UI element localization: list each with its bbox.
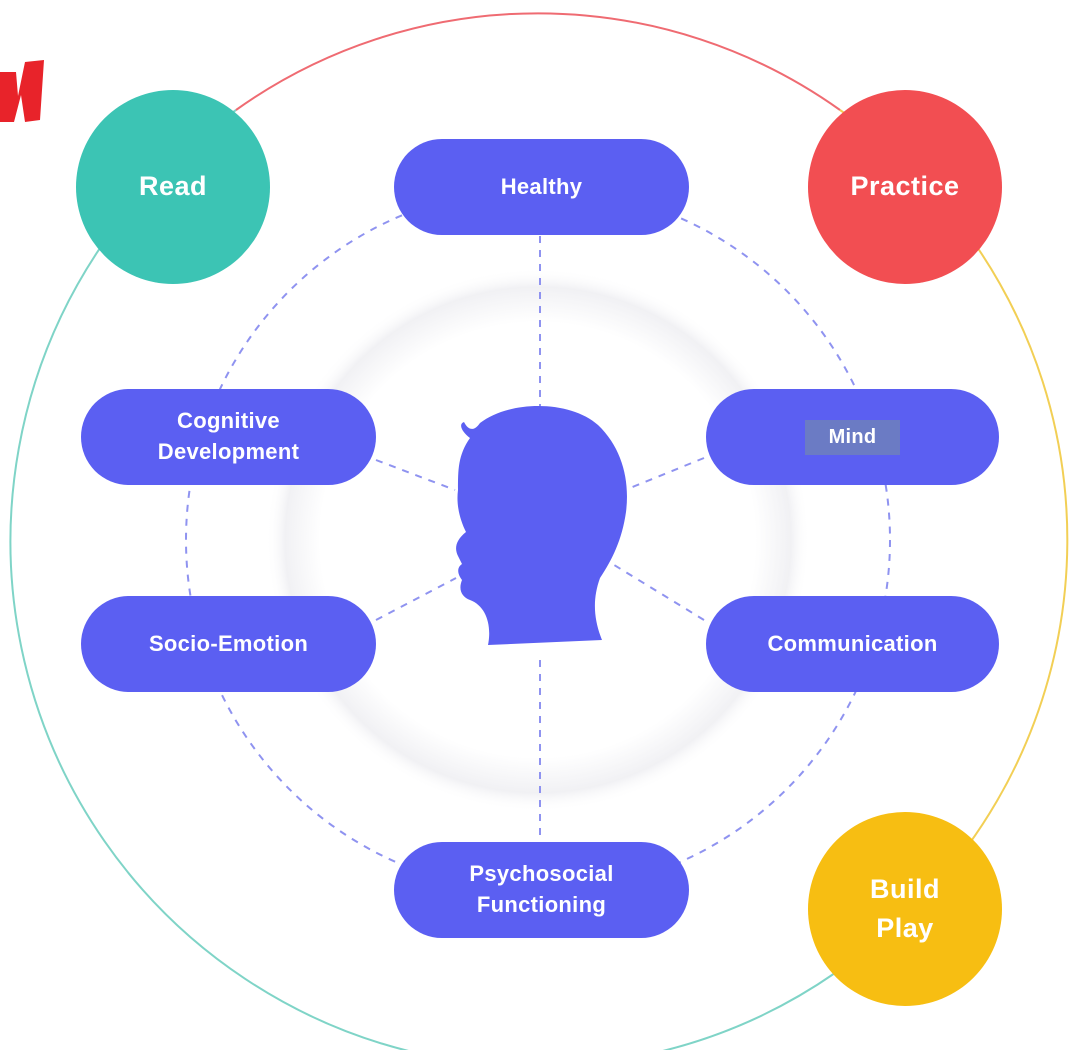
- mind-label: Mind: [804, 420, 901, 455]
- cognitive-development-label: Cognitive Development: [157, 408, 300, 464]
- practice-badge: Practice: [808, 90, 1002, 284]
- dashed-spokes: [375, 236, 705, 842]
- healthy-pill: Healthy: [394, 139, 689, 235]
- read-label: Read: [138, 171, 208, 202]
- socio-emotion-label: Socio-Emotion: [148, 630, 309, 656]
- build-play-badge: Build Play: [808, 812, 1002, 1006]
- practice-label: Practice: [850, 171, 960, 202]
- brand-logo-mark: [0, 60, 44, 122]
- communication-label: Communication: [767, 630, 938, 656]
- communication-pill: Communication: [706, 596, 999, 692]
- psychosocial-functioning-label: Psychosocial Functioning: [469, 861, 614, 917]
- socio-emotion-pill: Socio-Emotion: [81, 596, 376, 692]
- cognitive-development-pill: Cognitive Development: [81, 389, 376, 485]
- healthy-label: Healthy: [500, 173, 583, 199]
- outer-ring-teal-arc: [9, 109, 836, 1050]
- child-head-silhouette-icon: [456, 405, 627, 645]
- build-play-label: Build Play: [870, 873, 940, 943]
- outer-ring-red-arc: [235, 12, 841, 111]
- read-badge: Read: [76, 90, 270, 284]
- psychosocial-functioning-pill: Psychosocial Functioning: [394, 842, 689, 938]
- mind-pill: Mind: [706, 389, 999, 485]
